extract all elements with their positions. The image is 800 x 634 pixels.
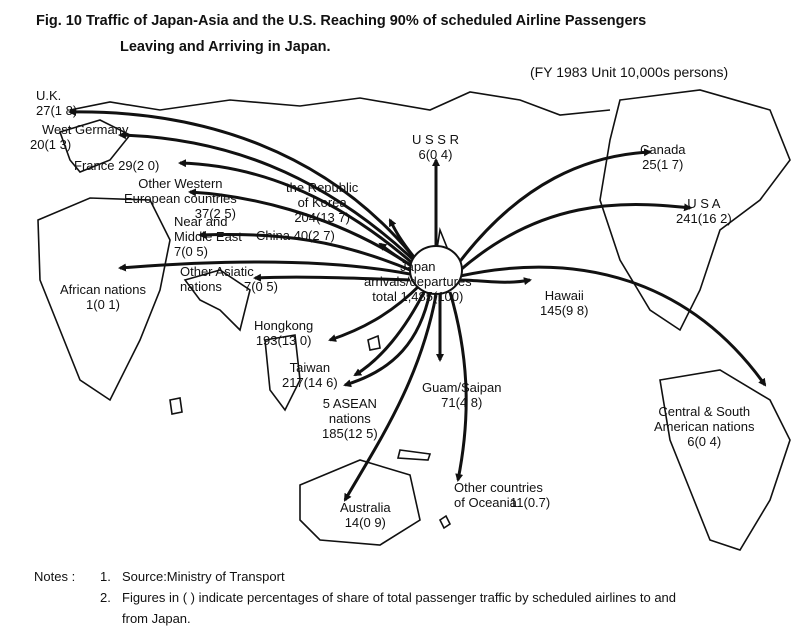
near-middle-east-name: Near and Middle East <box>174 214 242 244</box>
west-germany-name: West Germany <box>42 122 129 137</box>
notes-heading: Notes : <box>34 569 76 584</box>
near-middle-east-value: 7(0 5) <box>174 244 208 259</box>
flow-map <box>37 89 791 551</box>
arrow-near-middle-east <box>198 230 416 274</box>
label-central-south-america: Central & South American nations 6(0 4) <box>654 404 754 449</box>
hub-name: Japan <box>400 259 436 274</box>
label-hongkong: Hongkong 193(13 0) <box>254 318 313 348</box>
label-usa: U S A 241(16 2) <box>676 196 732 226</box>
france-name: France <box>74 158 115 173</box>
japan-hub <box>409 245 463 295</box>
ussr-name: U S S R <box>412 132 459 147</box>
uk-value: 27(1 8) <box>36 103 78 118</box>
arrow-france <box>178 159 419 270</box>
arrow-asean <box>343 291 432 388</box>
flow-arrows <box>68 107 767 502</box>
african-nations-name: African nations <box>60 282 146 297</box>
note-2-number: 2. <box>100 590 111 605</box>
other-western-europe-value: 37(2 5) <box>194 206 236 221</box>
hawaii-value: 145(9 8) <box>540 303 589 318</box>
other-western-europe-name: Other Western European countries <box>124 176 237 206</box>
label-near-middle-east: Near and Middle East 7(0 5) <box>174 214 242 259</box>
label-uk: U.K. 27(1 8) <box>36 88 77 118</box>
label-african-nations: African nations 1(0 1) <box>60 282 146 312</box>
arrow-west-germany <box>118 131 422 268</box>
canada-name: Canada <box>640 142 686 157</box>
label-other-western-europe: Other Western European countries 37(2 5) <box>124 176 237 221</box>
taiwan-value: 217(14 6) <box>282 375 338 390</box>
label-taiwan: Taiwan 217(14 6) <box>282 360 338 390</box>
uk-name: U.K. <box>36 88 62 103</box>
west-germany-value: 20(1 3) <box>30 137 72 152</box>
label-west-germany: West Germany 20(1 3) <box>30 122 128 152</box>
other-asiatic-name: Other Asiatic nations <box>180 264 254 294</box>
figure-title: Fig. 10 Traffic of Japan-Asia and the U.… <box>36 8 646 60</box>
notes: Notes : 1. Source:Ministry of Transport … <box>34 566 800 629</box>
african-nations-value: 1(0 1) <box>86 297 120 312</box>
arrow-other-oceania <box>448 291 468 482</box>
hub-total: total 1,485(100) <box>372 289 464 304</box>
other-oceania-value: 11(0.7) <box>510 495 551 510</box>
central-south-america-value: 6(0 4) <box>687 434 722 449</box>
guam-saipan-name: Guam/Saipan <box>422 380 502 395</box>
hawaii-name: Hawaii <box>544 288 584 303</box>
asean-name: 5 ASEAN nations <box>322 396 377 426</box>
canada-value: 25(1 7) <box>642 157 684 172</box>
other-asiatic-value: 7(0 5) <box>244 279 278 294</box>
label-hawaii: Hawaii 145(9 8) <box>540 288 588 318</box>
asean-value: 185(12 5) <box>322 426 378 441</box>
arrow-usa <box>457 203 692 274</box>
unit-note: (FY 1983 Unit 10,000s persons) <box>530 64 729 80</box>
arrow-central-south-america <box>459 265 767 387</box>
arrow-african-nations <box>118 260 416 277</box>
guam-saipan-value: 71(4 8) <box>441 395 483 410</box>
arrow-taiwan <box>353 289 427 377</box>
arrow-china <box>378 242 413 268</box>
note-1-text: Source:Ministry of Transport <box>122 569 285 584</box>
label-korea: the Republic of Korea 204(13 7) <box>286 180 358 225</box>
australia-value: 14(0 9) <box>344 515 386 530</box>
other-oceania-name: Other countries of Oceania <box>454 480 543 510</box>
china-name: China <box>256 228 290 243</box>
figure-title-line1: Fig. 10 Traffic of Japan-Asia and the U.… <box>36 13 647 29</box>
usa-name: U S A <box>687 196 721 211</box>
label-canada: Canada 25(1 7) <box>640 142 686 172</box>
label-ussr: U S S R 6(0 4) <box>412 132 459 162</box>
note-2-text: Figures in ( ) indicate percentages of s… <box>122 590 677 605</box>
usa-value: 241(16 2) <box>676 211 732 226</box>
arrow-uk <box>68 107 422 266</box>
china-value: 40(2 7) <box>293 228 335 243</box>
arrow-other-asiatic <box>253 273 411 282</box>
label-other-asiatic: Other Asiatic nations 7(0 5) <box>180 264 278 294</box>
central-south-america-name: Central & South American nations <box>654 404 755 434</box>
label-guam-saipan: Guam/Saipan 71(4 8) <box>422 380 502 410</box>
japan-hub-label: Japan arrivals/departures total 1,485(10… <box>364 259 472 304</box>
hub-subtitle: arrivals/departures <box>364 274 472 289</box>
taiwan-name: Taiwan <box>289 360 331 375</box>
label-other-oceania: Other countries of Oceania 11(0.7) <box>454 480 550 510</box>
ussr-value: 6(0 4) <box>418 147 453 162</box>
note-2-continuation: from Japan. <box>122 611 191 626</box>
arrow-hongkong <box>328 283 422 342</box>
world-outline <box>37 89 791 551</box>
australia-name: Australia <box>340 500 391 515</box>
hongkong-name: Hongkong <box>254 318 314 333</box>
label-france: France 29(2 0) <box>74 158 159 173</box>
label-china: China 40(2 7) <box>256 228 335 243</box>
france-value: 29(2 0) <box>118 158 160 173</box>
label-asean: 5 ASEAN nations 185(12 5) <box>322 396 378 441</box>
korea-name: the Republic of Korea <box>286 180 359 210</box>
label-australia: Australia 14(0 9) <box>340 500 391 530</box>
note-1-number: 1. <box>100 569 111 584</box>
arrow-australia <box>343 294 438 502</box>
hongkong-value: 193(13 0) <box>255 333 312 348</box>
arrow-canada <box>453 148 652 269</box>
arrow-hawaii <box>459 277 532 286</box>
figure-title-line2: Leaving and Arriving in Japan. <box>120 39 331 55</box>
korea-value: 204(13 7) <box>294 210 350 225</box>
